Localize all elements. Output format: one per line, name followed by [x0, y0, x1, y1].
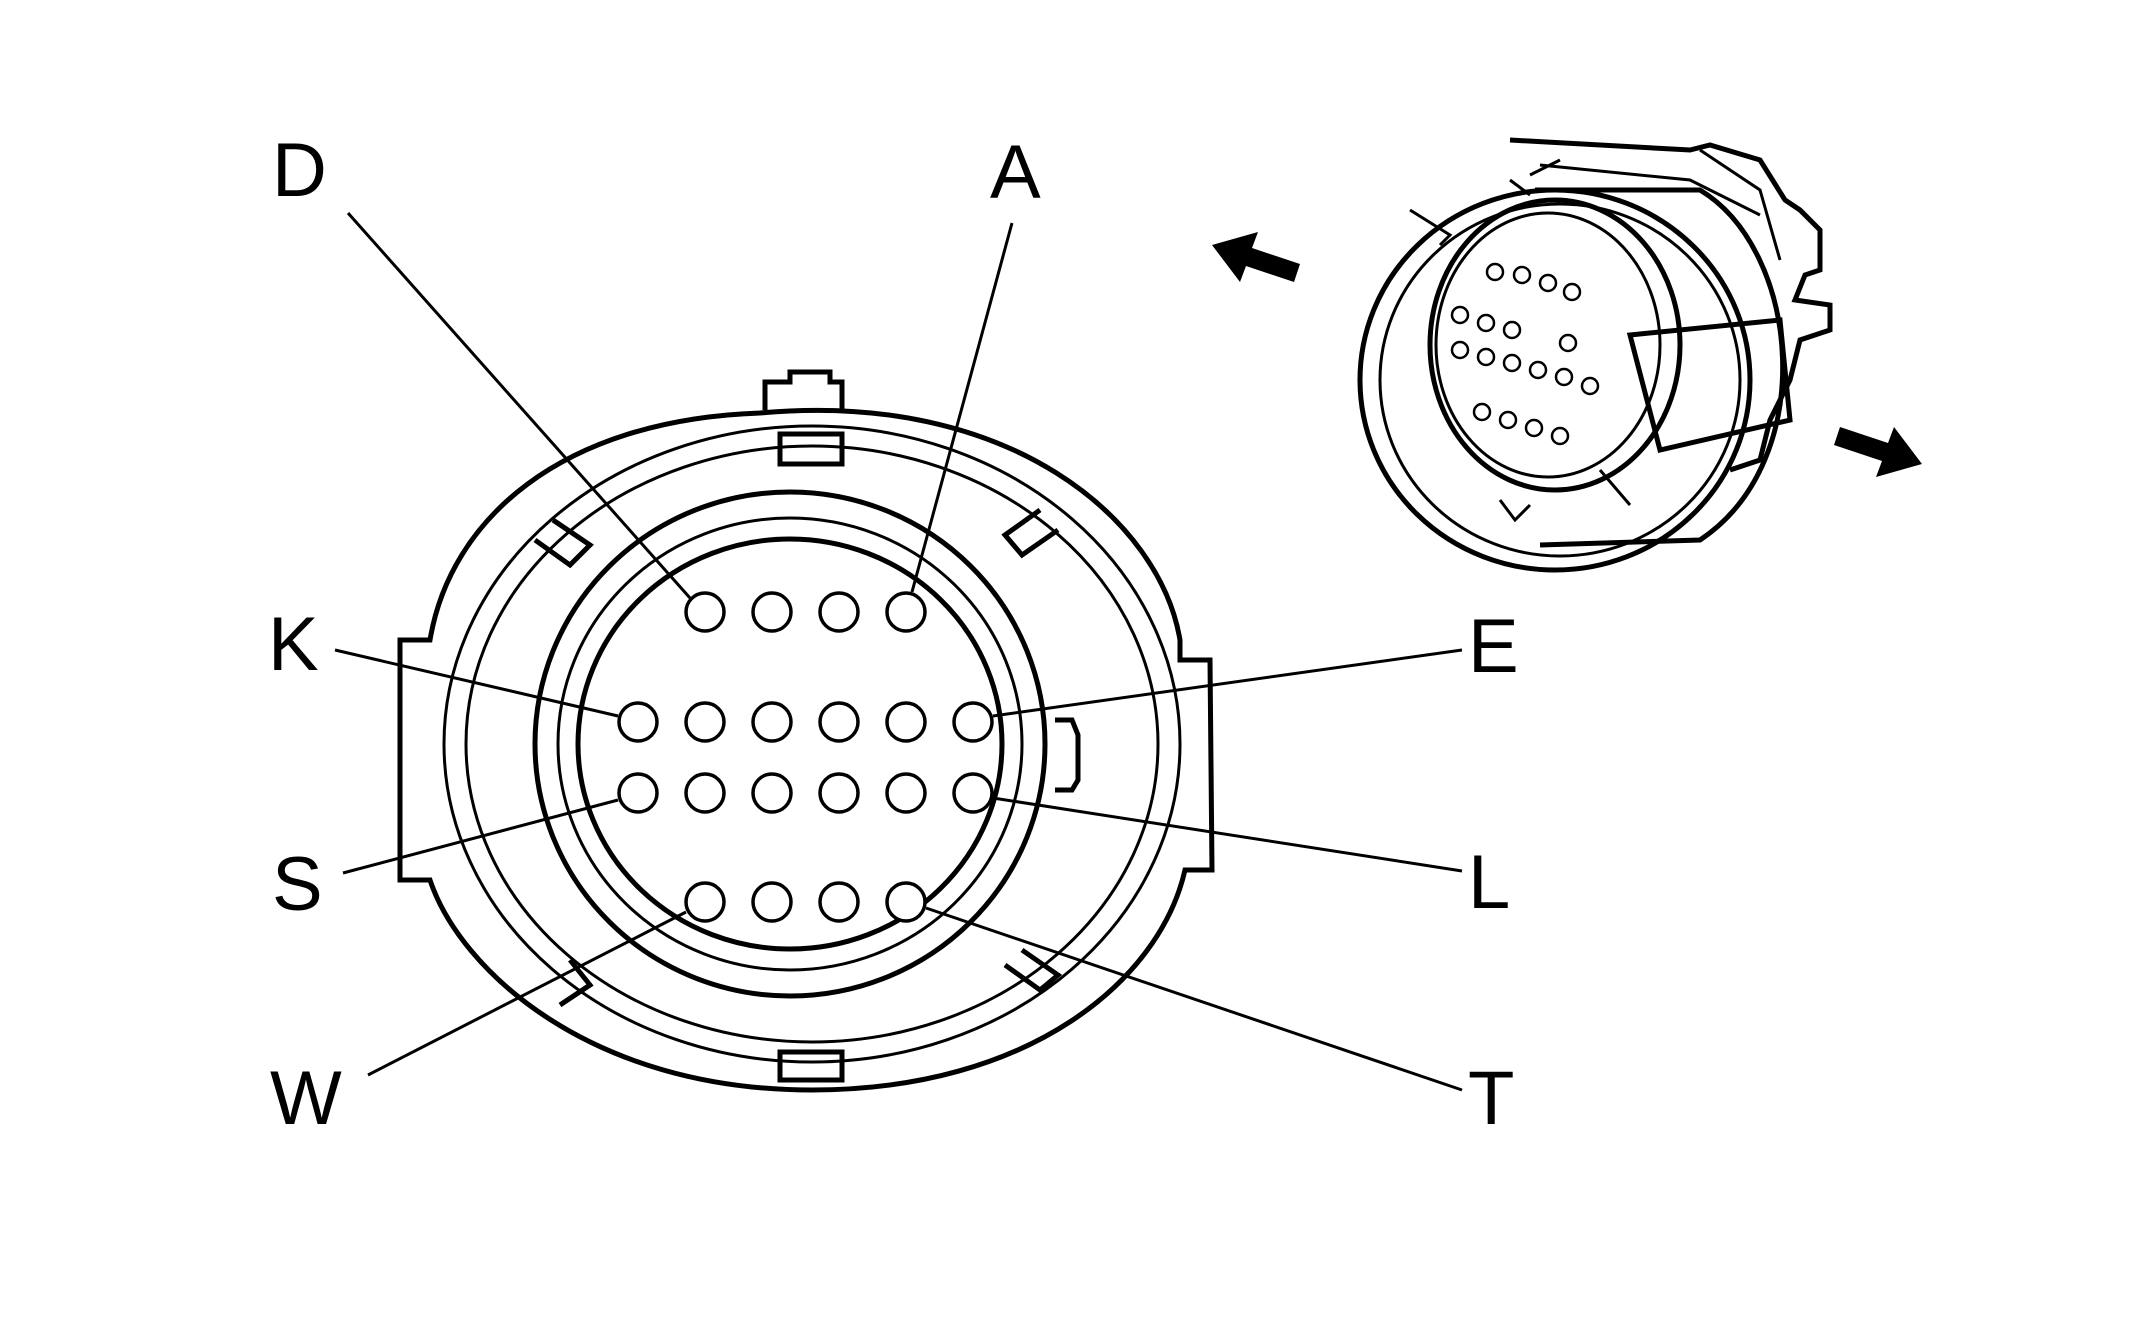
small-cavity — [1562, 282, 1582, 302]
connector-front-shroud-inner — [1378, 202, 1742, 558]
perspective-insert-ring — [1434, 211, 1662, 479]
small-cavity — [1580, 376, 1600, 396]
connector-face-view: D A K E S L W T — [268, 128, 1519, 1141]
small-cavity — [1502, 353, 1522, 373]
cavity-D — [684, 591, 726, 633]
cavity-E — [952, 701, 994, 743]
pin-label-K: K — [268, 602, 319, 687]
small-cavity — [1485, 262, 1505, 282]
cavity — [818, 591, 860, 633]
connector-front-shroud — [1357, 187, 1753, 573]
connector-shell-ring-inner — [464, 444, 1160, 1044]
cavity-L — [952, 772, 994, 814]
top-key-tab — [762, 369, 845, 410]
cavity — [751, 772, 793, 814]
cavity-W — [684, 881, 726, 923]
small-cavity — [1558, 333, 1578, 353]
shroud-slot-top — [1409, 178, 1531, 247]
cavity — [818, 701, 860, 743]
leader-line-K — [334, 648, 619, 718]
pin-label-W: W — [270, 1056, 342, 1141]
cavity-K — [617, 701, 659, 743]
bottom-latch — [777, 1049, 845, 1083]
cavity — [751, 591, 793, 633]
upper-right-notch — [1001, 507, 1060, 559]
top-latch — [777, 431, 845, 467]
cavity — [885, 772, 927, 814]
pin-insert-outer-ring — [532, 489, 1048, 999]
small-cavity — [1498, 410, 1518, 430]
pin-label-D: D — [272, 128, 327, 213]
cavity — [751, 701, 793, 743]
connector-shell-ring — [442, 424, 1182, 1064]
shroud-slot-bottom — [1498, 469, 1632, 523]
cavity — [751, 881, 793, 923]
pin-label-S: S — [272, 842, 323, 927]
small-cavity — [1472, 402, 1492, 422]
small-cavity — [1554, 367, 1574, 387]
leader-line-W — [367, 910, 687, 1077]
pin-insert-inner-ring — [556, 516, 1024, 972]
leader-line-D — [346, 212, 692, 599]
small-cavity — [1450, 340, 1470, 360]
small-cavity — [1524, 418, 1544, 438]
cavity-T — [885, 881, 927, 923]
connector-outer-shell — [397, 407, 1215, 1093]
pin-labels: D A K E S L W T — [268, 128, 1519, 1141]
perspective-pin-cavities — [1450, 262, 1600, 446]
connector-rear-detail — [1529, 148, 1782, 261]
leader-line-L — [992, 796, 1463, 873]
small-cavity — [1450, 305, 1470, 325]
right-arrow-icon — [1834, 427, 1922, 477]
pin-label-T: T — [1468, 1056, 1514, 1141]
leader-line-T — [925, 906, 1463, 1092]
lower-right-notch — [1003, 947, 1063, 994]
upper-left-notch — [533, 517, 594, 569]
cavity — [885, 701, 927, 743]
small-cavity — [1528, 360, 1548, 380]
leader-line-A — [910, 222, 1014, 593]
right-side-key — [1055, 717, 1081, 793]
latch-arm — [1626, 317, 1793, 453]
small-cavity — [1476, 313, 1496, 333]
leader-lines — [334, 212, 1463, 1092]
lower-left-notch — [558, 958, 594, 1008]
small-cavity — [1538, 273, 1558, 293]
pin-cavities — [617, 591, 994, 923]
connector-perspective-view — [1212, 137, 1922, 573]
leader-line-S — [342, 798, 619, 875]
cavity — [684, 701, 726, 743]
cavity — [684, 772, 726, 814]
small-cavity — [1476, 347, 1496, 367]
small-cavity — [1502, 320, 1522, 340]
pin-label-L: L — [1468, 840, 1510, 925]
leader-line-E — [992, 648, 1463, 718]
cavity-S — [617, 772, 659, 814]
perspective-insert-face — [1427, 197, 1683, 493]
cavity-A — [885, 591, 927, 633]
cavity — [818, 772, 860, 814]
pin-label-E: E — [1468, 604, 1519, 689]
pin-insert-face — [575, 536, 1005, 952]
pin-label-A: A — [990, 130, 1041, 215]
small-cavity — [1550, 426, 1570, 446]
small-cavity — [1512, 265, 1532, 285]
left-arrow-icon — [1212, 232, 1300, 282]
cavity — [818, 881, 860, 923]
